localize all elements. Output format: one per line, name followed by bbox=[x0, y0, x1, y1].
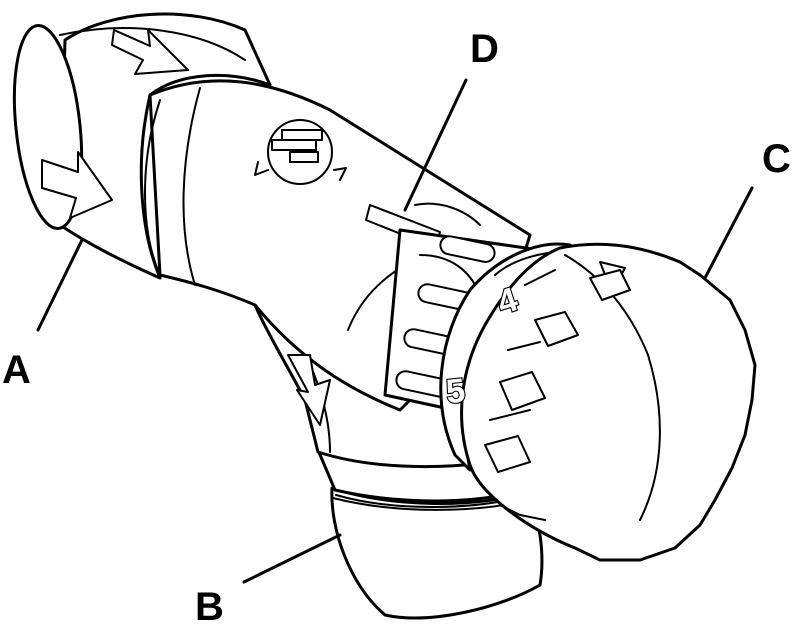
rotate-symbol-icon bbox=[254, 119, 347, 185]
leader-line-a bbox=[36, 238, 84, 332]
leader-line-b bbox=[242, 533, 342, 584]
callout-c: C bbox=[762, 137, 791, 181]
control-knob-c bbox=[460, 242, 757, 562]
callout-a: A bbox=[2, 348, 31, 392]
flow-arrow-icon bbox=[111, 29, 189, 75]
callout-d: D bbox=[470, 27, 499, 71]
flow-arrow-icon bbox=[41, 151, 113, 219]
leader-line-d bbox=[403, 78, 468, 212]
callout-b: B bbox=[195, 585, 224, 629]
flow-arrow-icon bbox=[287, 354, 331, 426]
dial-number-5: 5 bbox=[444, 372, 467, 412]
leader-line-c bbox=[703, 186, 754, 280]
